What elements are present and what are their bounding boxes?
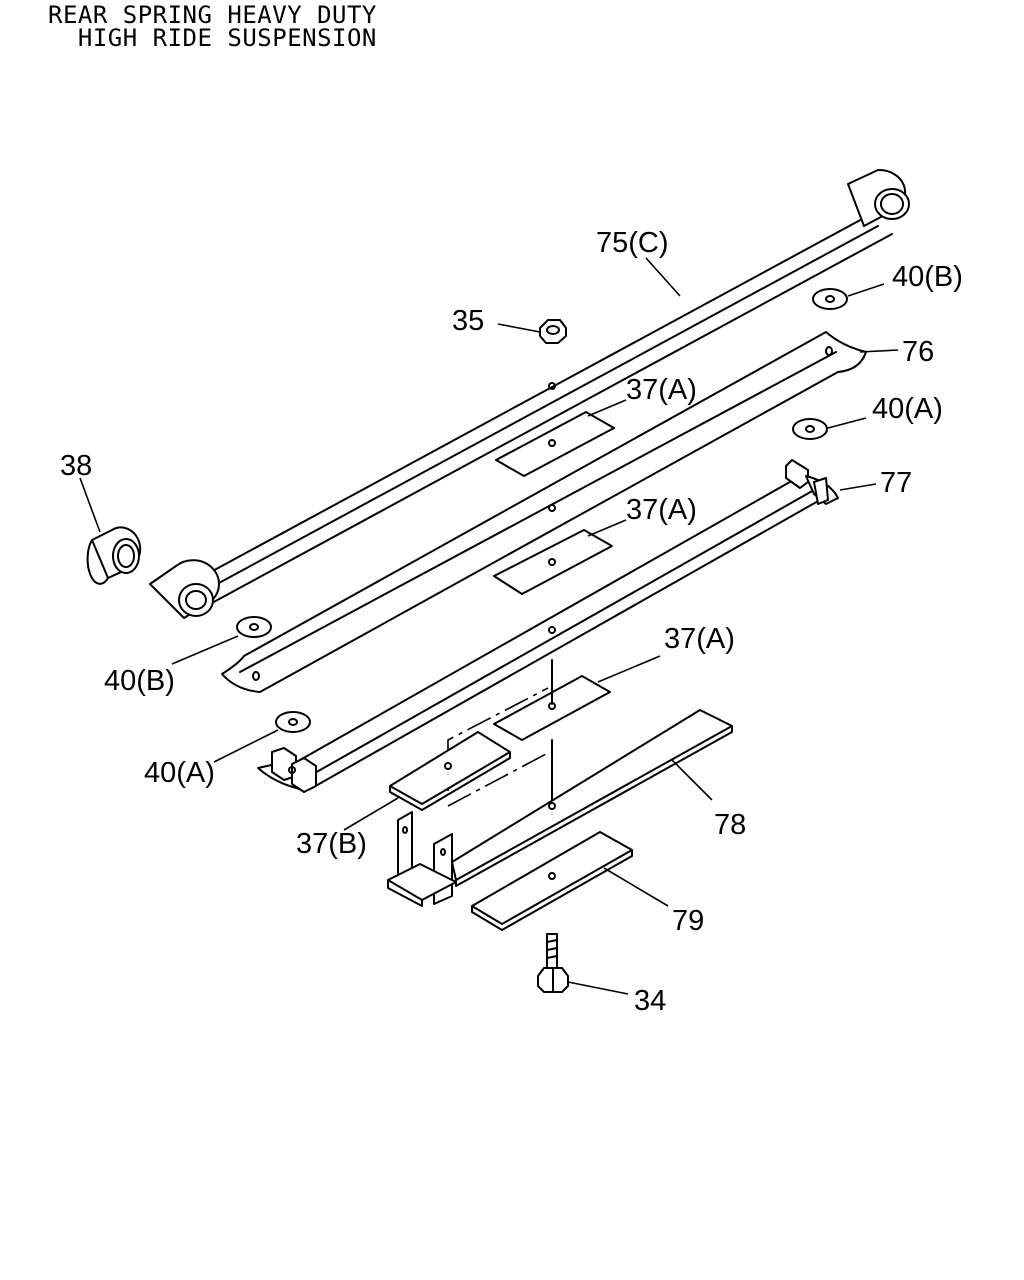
part-40b-washer-top (812, 288, 848, 310)
part-40a-washer-left (275, 711, 311, 733)
callout-40b-left: 40(B) (104, 665, 175, 697)
callout-38: 38 (60, 450, 92, 482)
callout-75c: 75(C) (596, 227, 669, 259)
callout-labels: 75(C) 40(B) 35 76 37(A) 40(A) 38 77 37(A… (60, 227, 963, 1017)
part-40a-washer-top (792, 418, 828, 440)
part-76-leaf (221, 331, 867, 693)
part-78-leaf (387, 709, 733, 907)
callout-40b-top: 40(B) (892, 261, 963, 293)
part-34-bolt (537, 933, 569, 993)
part-40b-washer-left (236, 616, 272, 638)
part-38-bushing (86, 526, 142, 585)
part-75c-main-leaf (149, 168, 910, 619)
callout-37a-3: 37(A) (664, 623, 735, 655)
leader-lines (79, 257, 899, 995)
callout-34: 34 (634, 985, 666, 1017)
part-35-nut (539, 319, 567, 344)
callout-79: 79 (672, 905, 704, 937)
part-37a-pad-1 (495, 411, 615, 477)
callout-35: 35 (452, 305, 484, 337)
callout-40a-top: 40(A) (872, 393, 943, 425)
callout-76: 76 (902, 336, 934, 368)
callout-78: 78 (714, 809, 746, 841)
callout-77: 77 (880, 467, 912, 499)
part-37b-pad (389, 731, 511, 811)
title-line-2: HIGH RIDE SUSPENSION (48, 24, 377, 52)
part-79-plate (471, 831, 633, 931)
part-37a-pad-2 (493, 529, 613, 595)
callout-40a-left: 40(A) (144, 757, 215, 789)
callout-37a-2: 37(A) (626, 494, 697, 526)
diagram-title: REAR SPRING HEAVY DUTY HIGH RIDE SUSPENS… (48, 1, 377, 52)
part-77-leaf (257, 459, 839, 793)
callout-37a-1: 37(A) (626, 374, 697, 406)
title-line-1: REAR SPRING HEAVY DUTY (48, 1, 377, 29)
callout-37b: 37(B) (296, 828, 367, 860)
